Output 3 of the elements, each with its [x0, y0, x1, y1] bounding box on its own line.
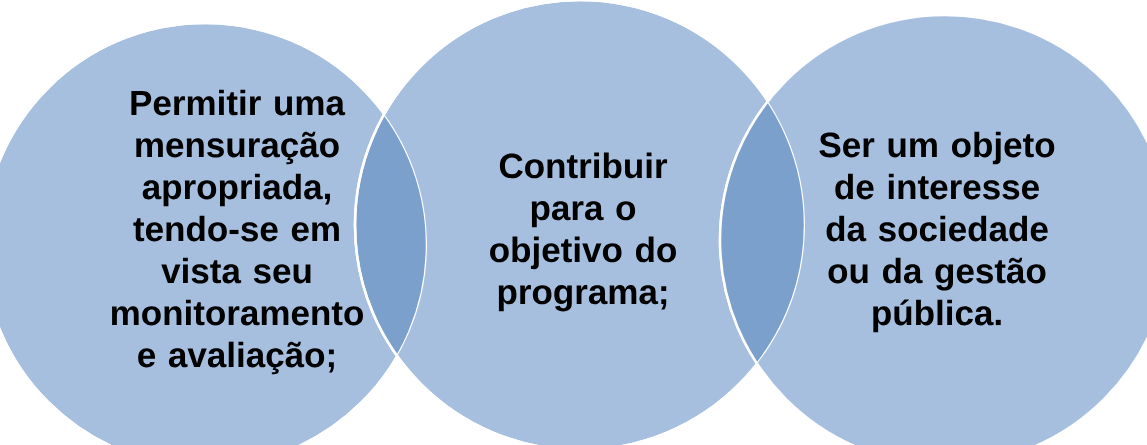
circle-text: Contribuir para o objetivo do programa;: [490, 152, 676, 312]
circle-text: Ser um objeto de interesse da sociedade ou da gestão pública.: [819, 131, 1055, 333]
circle-text: Permitir uma mensuração apropriada, tendo-se em vista seu monitoramento e avaliação;: [111, 89, 363, 375]
